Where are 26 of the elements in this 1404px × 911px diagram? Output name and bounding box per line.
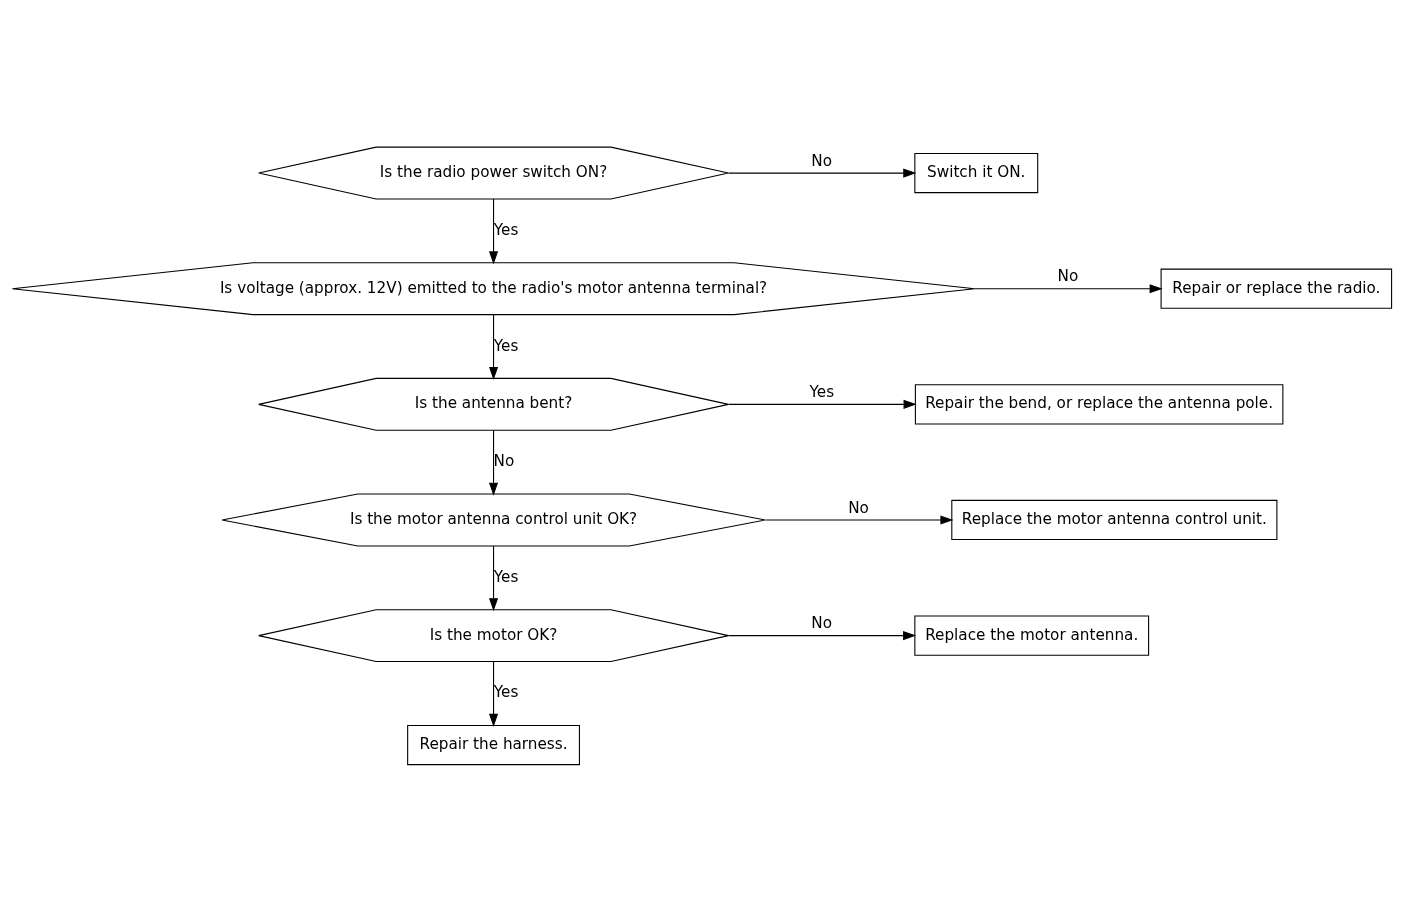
edge-label: Yes [493,220,519,239]
arrow [728,399,917,409]
arrow [727,630,917,640]
arrow [488,660,499,727]
node-box: Repair the bend, or replace the antenna pole. [914,383,1284,424]
edge-label: Yes [809,382,835,401]
edge-label: Yes [493,567,519,586]
arrow [764,514,954,525]
arrow [488,198,499,264]
edge-label: No [811,613,832,632]
arrow [488,544,499,611]
edge-label: No [493,451,515,470]
arrow [728,168,917,178]
edge-label: No [811,151,832,170]
edge-label: No [1057,266,1079,285]
node-box: Replace the motor antenna control unit. [951,499,1278,540]
edge-label: Yes [493,682,519,701]
edge-label: No [848,498,869,517]
node-box: Repair or replace the radio. [1160,268,1393,309]
node-box: Switch it ON. [914,152,1039,193]
arrow [488,313,499,380]
arrow [488,429,499,496]
arrow [974,283,1163,293]
node-box: Repair the harness. [407,724,580,765]
node-box: Replace the motor antenna. [914,615,1150,656]
edge-label: Yes [493,336,519,355]
